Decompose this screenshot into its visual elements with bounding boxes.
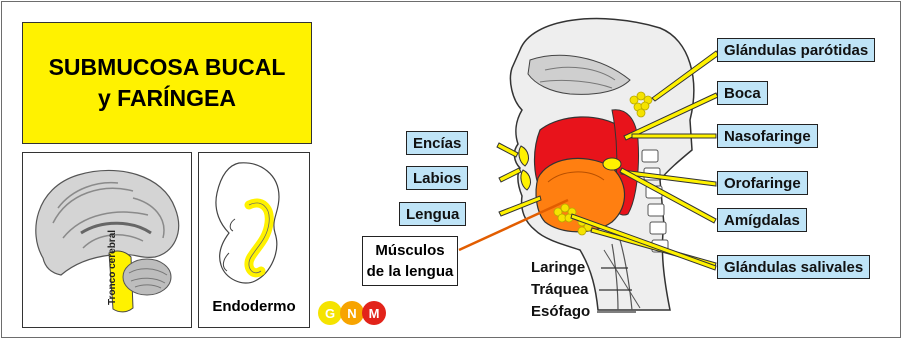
title-line-2: y FARÍNGEA [97, 85, 237, 111]
label-musculos-lengua: Músculos de la lengua [362, 236, 458, 286]
tronco-cerebral-label: Tronco cerebral [107, 230, 118, 305]
logo-letter-g: G [325, 306, 335, 321]
embryo-panel: Endodermo [198, 152, 310, 328]
endodermo-label: Endodermo [212, 298, 296, 315]
embryo-illustration [215, 162, 280, 284]
gnm-logo: G N M [317, 298, 397, 328]
label-orofaringe: Orofaringe [717, 171, 808, 195]
title-line-1: SUBMUCOSA BUCAL [48, 54, 286, 80]
label-encias: Encías [406, 131, 469, 155]
brain-illustration: Tronco cerebral [35, 169, 180, 313]
label-nasofaringe: Nasofaringe [717, 124, 818, 148]
title-box: SUBMUCOSA BUCAL y FARÍNGEA [22, 22, 312, 144]
brain-panel: Tronco cerebral [22, 152, 192, 328]
label-glandulas-parotidas: Glándulas parótidas [717, 38, 876, 62]
label-labios: Labios [406, 166, 469, 190]
label-laringe: Laringe [531, 259, 586, 276]
label-esofago: Esófago [531, 303, 591, 320]
label-glandulas-salivales: Glándulas salivales [717, 255, 871, 279]
logo-letter-m: M [369, 306, 380, 321]
label-boca: Boca [717, 81, 768, 105]
logo-letter-n: N [347, 306, 356, 321]
label-amigdalas: Amígdalas [717, 208, 807, 232]
musculos-line-1: Músculos [375, 242, 445, 259]
label-lengua: Lengua [399, 202, 467, 226]
musculos-line-2: de la lengua [366, 263, 454, 280]
label-traquea: Tráquea [531, 281, 589, 298]
